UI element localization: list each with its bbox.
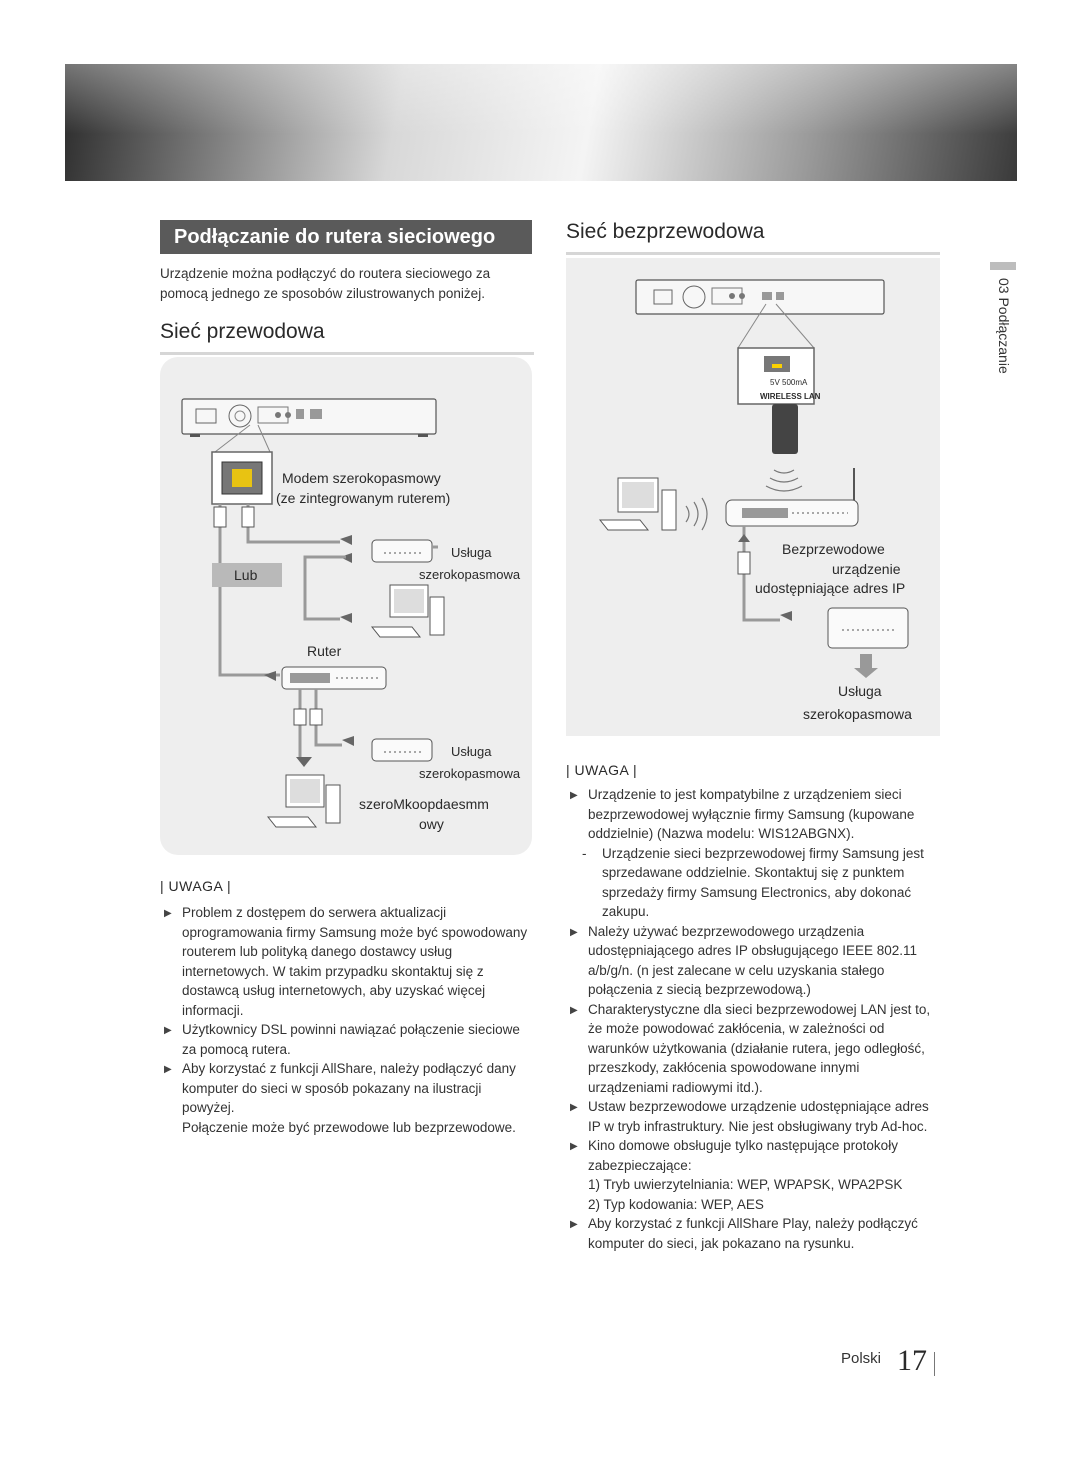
wireless-note-item: ▶Charakterystyczne dla sieci bezprzewodo… — [570, 1001, 931, 1095]
home-theater-device — [181, 398, 437, 437]
computer — [598, 477, 677, 531]
wired-note-item: ▶Aby korzystać z funkcji AllShare, należ… — [164, 1061, 516, 1115]
label-device-3: udostępniające adres IP — [755, 580, 906, 596]
label-port-spec: 5V 500mA — [770, 378, 808, 387]
label-port-name: WIRELESS LAN — [760, 392, 821, 401]
label-modem-3: szeroMkoopdaesmm — [359, 796, 489, 812]
wired-note-title: | UWAGA | — [160, 878, 232, 894]
wireless-note-protocol: 1) Tryb uwierzytelniania: WEP, WPAPSK, W… — [588, 1177, 903, 1192]
label-device-1: Bezprzewodowe — [782, 541, 885, 557]
wireless-note-protocol: 2) Typ kodowania: WEP, AES — [588, 1196, 764, 1212]
wireless-notes: ▶Urządzenie to jest kompatybilne z urząd… — [566, 785, 940, 1253]
wireless-note-item: ▶Należy używać bezprzewodowego urządzeni… — [570, 923, 917, 998]
chapter-label: 03 Podłączanie — [996, 278, 1012, 374]
computer-1 — [340, 584, 445, 638]
chapter-marker — [990, 262, 1016, 270]
broadband-modem — [827, 607, 909, 649]
section-title: Podłączanie do rutera sieciowego — [160, 220, 532, 254]
wireless-note-item: ▶Urządzenie to jest kompatybilne z urząd… — [570, 787, 915, 841]
intro-text: Urządzenie można podłączyć do routera si… — [160, 266, 491, 301]
label-service-2b: szerokopasmowa — [419, 766, 521, 781]
page-number: 17 — [897, 1344, 927, 1377]
label-modem-1: Modem szerokopasmowy — [282, 470, 441, 486]
header-banner — [65, 64, 1017, 181]
router — [264, 666, 387, 690]
footer-divider — [934, 1352, 935, 1376]
wireless-diagram — [598, 279, 909, 678]
label-modem-2: (ze zintegrowanym ruterem) — [276, 490, 451, 506]
wireless-ip-sharing-device — [725, 468, 859, 527]
lan-port-zoom — [211, 451, 273, 505]
wireless-note-item: ▶Ustaw bezprzewodowe urządzenie udostępn… — [570, 1099, 929, 1134]
wired-notes: ▶Problem z dostępem do serwera aktualiza… — [160, 903, 534, 1137]
wireless-heading: Sieć bezprzewodowa — [566, 220, 940, 255]
wired-diagram-panel — [160, 357, 532, 855]
wireless-note-item: ▶Aby korzystać z funkcji AllShare Play, … — [570, 1216, 918, 1251]
wireless-lan-adapter — [772, 404, 798, 454]
wired-note-extra: Połączenie może być przewodowe lub bezpr… — [182, 1119, 516, 1135]
label-modem-3b: owy — [419, 816, 444, 832]
wired-note-item: ▶Użytkownicy DSL powinni nawiązać połącz… — [164, 1022, 520, 1057]
computer-2 — [266, 774, 341, 828]
wired-diagram — [181, 398, 445, 828]
label-or: Lub — [212, 563, 282, 587]
wireless-note-item: ▶Kino domowe obsługuje tylko następujące… — [570, 1138, 898, 1173]
wireless-signal-icon — [685, 497, 708, 531]
label-service-1b: szerokopasmowa — [419, 567, 521, 582]
modem-2 — [371, 738, 433, 762]
wireless-note-subitem: -Urządzenie sieci bezprzewodowej firmy S… — [582, 845, 924, 920]
home-theater-device — [635, 279, 885, 315]
label-router: Ruter — [307, 643, 342, 659]
label-device-2: urządzenie — [832, 561, 901, 577]
wireless-note-title: | UWAGA | — [566, 762, 638, 778]
label-service-b: szerokopasmowa — [803, 706, 912, 722]
wireless-signal-icon — [765, 469, 803, 492]
modem-with-router — [340, 535, 438, 563]
footer-language: Polski — [841, 1350, 882, 1367]
label-service-2: Usługa — [451, 744, 492, 759]
wired-heading: Sieć przewodowa — [160, 320, 534, 355]
wired-note-item: ▶Problem z dostępem do serwera aktualiza… — [164, 905, 528, 1018]
label-service-1: Usługa — [451, 545, 492, 560]
label-service: Usługa — [838, 683, 882, 699]
